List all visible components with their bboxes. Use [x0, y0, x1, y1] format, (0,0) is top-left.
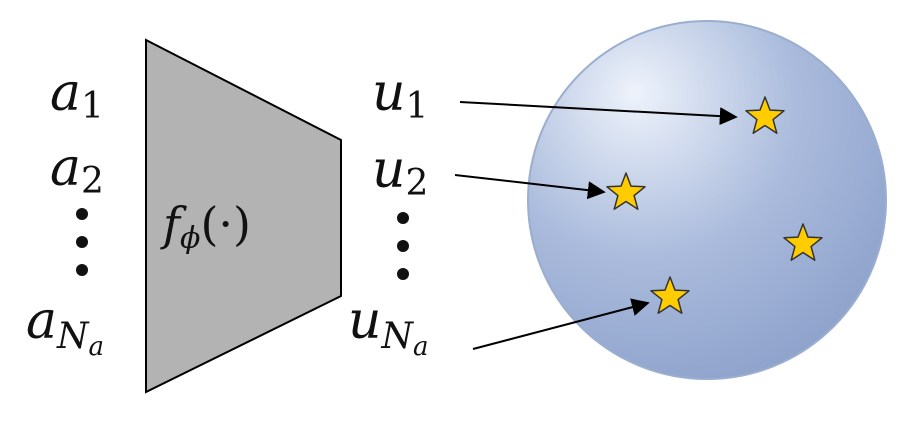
input-labels: a1 a2 aNa [26, 63, 104, 362]
output-label-u2: u2 [372, 140, 428, 204]
arrow-u1 [459, 101, 738, 126]
input-label-a1: a1 [50, 63, 104, 127]
embedding-sphere [527, 20, 887, 380]
encoder-label: fϕ(·) [160, 197, 251, 256]
output-ellipsis-dots [397, 212, 409, 280]
star-icon [606, 172, 646, 210]
output-labels: u1 u2 uNa [348, 63, 429, 362]
input-label-a2: a2 [50, 138, 104, 202]
arrow-u2 [454, 174, 606, 200]
embedding-stars [606, 96, 823, 314]
output-label-uNa: uNa [348, 291, 429, 362]
input-label-aNa: aNa [26, 291, 104, 362]
mapping-arrows [454, 101, 738, 350]
star-icon [650, 276, 690, 314]
encoder-block [145, 38, 342, 394]
star-icon [783, 223, 823, 261]
input-ellipsis-dots [76, 208, 88, 276]
output-label-u1: u1 [372, 63, 428, 127]
arrow-uNa [472, 298, 650, 350]
star-icon [745, 96, 785, 134]
